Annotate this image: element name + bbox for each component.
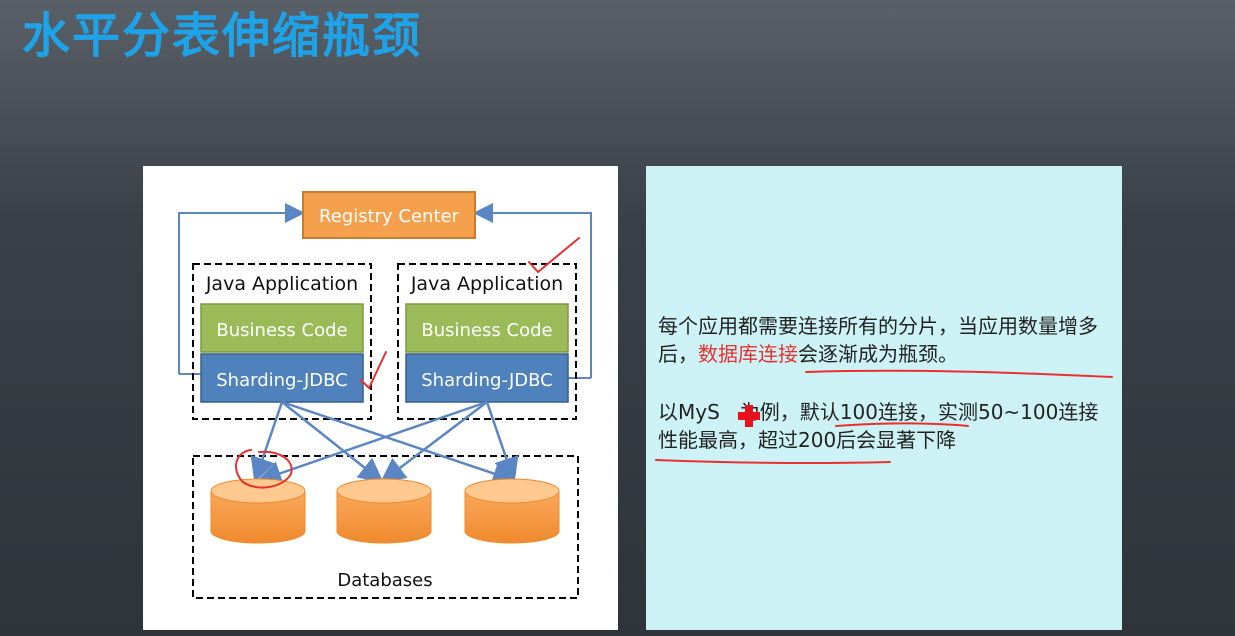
- note-2-text-end: 为例，默认100连接，实测50~100连接性能最高，超过200后会显著下降: [658, 400, 1099, 452]
- connection-arrows: [250, 400, 519, 486]
- arrow-app2-db1: [256, 400, 488, 486]
- registry-center-box: [302, 191, 476, 239]
- slide-title: 水平分表伸缩瓶颈: [22, 8, 423, 64]
- handwritten-marks: [235, 237, 580, 489]
- note-2-text-start: 以MyS: [658, 400, 720, 424]
- note-paragraph-1: 每个应用都需要连接所有的分片，当应用数量增多后，数据库连接会逐渐成为瓶颈。: [658, 312, 1108, 368]
- note-1-text-end: 会逐渐成为瓶颈。: [798, 342, 958, 366]
- java-app-2-title: Java Application: [410, 273, 563, 295]
- database-cylinder-1: [210, 478, 306, 544]
- arrow-app1-db1: [250, 401, 284, 483]
- arrow-app1-db2: [281, 401, 384, 484]
- registry-link-right: [473, 203, 592, 378]
- arrow-app2-db3: [485, 401, 519, 483]
- database-cylinder-2: [336, 478, 432, 544]
- java-app-1-title: Java Application: [205, 273, 358, 295]
- business-code-2-box: [405, 303, 569, 353]
- underline-db-connection: [805, 369, 1113, 378]
- sharding-jdbc-2-box: [405, 353, 569, 403]
- diagram-svg: Registry Center Java Application Busines…: [178, 191, 592, 599]
- registry-link-left: [178, 203, 305, 374]
- note-1-text-start: 每个应用都需要连接所有的分片，当应用数量增多后，: [658, 314, 1098, 366]
- notes-panel: 每个应用都需要连接所有的分片，当应用数量增多后，数据库连接会逐渐成为瓶颈。 以M…: [646, 166, 1122, 630]
- note-1-highlight: 数据库连接: [698, 342, 798, 366]
- arrow-app1-db3: [281, 400, 518, 486]
- architecture-diagram: Registry Center Java Application Busines…: [143, 166, 618, 630]
- java-app-1-container: [192, 263, 372, 420]
- business-code-1-box: [200, 303, 364, 353]
- databases-container: [192, 455, 579, 599]
- circle-db1-arrow: [235, 449, 293, 489]
- underline-50-100: [655, 459, 891, 465]
- business-code-2-label: Business Code: [421, 320, 552, 341]
- business-code-1-label: Business Code: [216, 320, 347, 341]
- sharding-jdbc-2-label: Sharding-JDBC: [421, 370, 552, 391]
- checkmark-sharding: [360, 351, 387, 390]
- sharding-jdbc-1-box: [200, 353, 364, 403]
- arrow-app2-db2: [380, 401, 488, 484]
- databases-label: Databases: [337, 570, 432, 591]
- database-cylinder-3: [464, 478, 560, 544]
- registry-center-label: Registry Center: [319, 206, 460, 227]
- red-cross-icon: [738, 405, 760, 427]
- java-app-2-container: [397, 263, 577, 420]
- sharding-jdbc-1-label: Sharding-JDBC: [216, 370, 347, 391]
- checkmark-app2: [528, 237, 580, 274]
